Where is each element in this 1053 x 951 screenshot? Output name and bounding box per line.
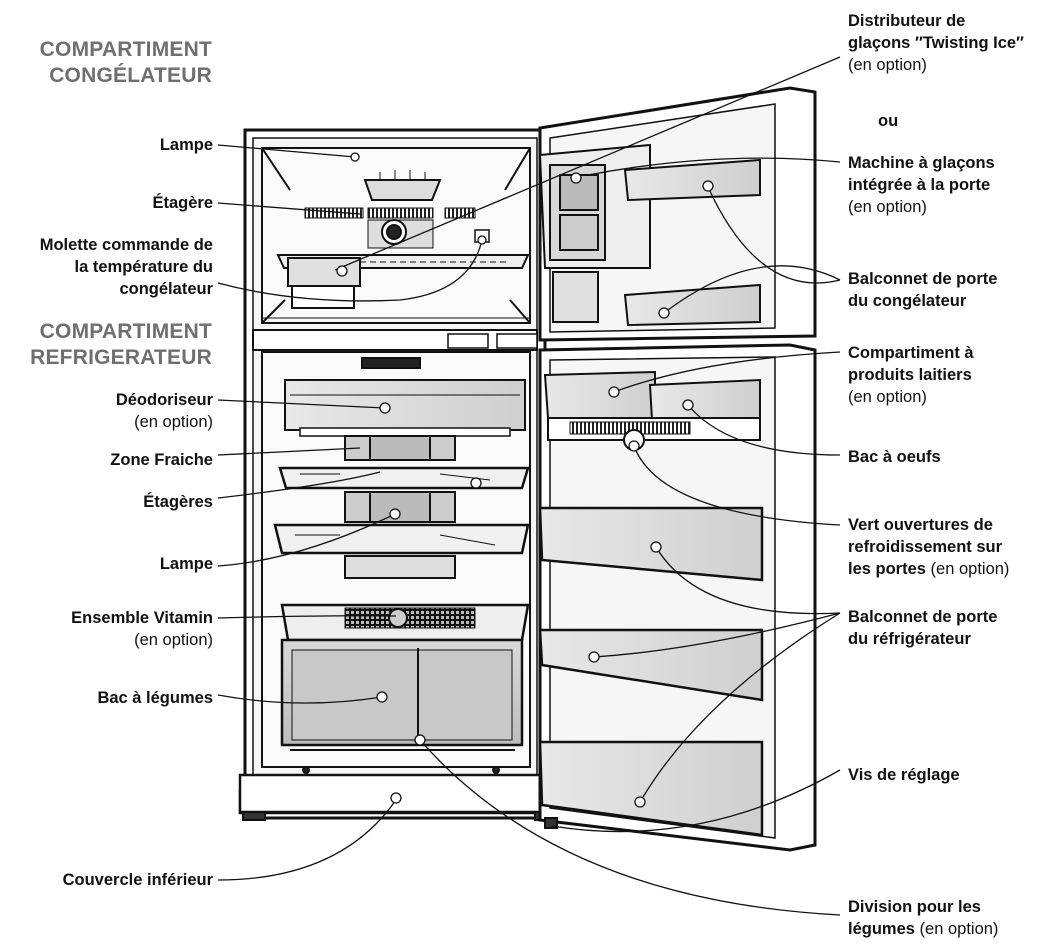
leader-lines bbox=[217, 56, 841, 916]
label-deodoriseur: Déodoriseur(en option) bbox=[115, 391, 213, 431]
section-fridge-title: COMPARTIMENT REFRIGERATEUR bbox=[0, 319, 212, 371]
label-bac-legumes: Bac à légumes bbox=[97, 689, 213, 707]
label-vis-reglage: Vis de réglage bbox=[848, 766, 960, 784]
freezer-door bbox=[538, 86, 817, 342]
label-lampe-top: Lampe bbox=[159, 136, 213, 154]
cabinet bbox=[238, 128, 558, 821]
label-etagere: Étagère bbox=[152, 194, 213, 212]
section-freezer-title: COMPARTIMENT CONGÉLATEUR bbox=[30, 37, 212, 89]
section-fridge-line1: COMPARTIMENT bbox=[39, 320, 212, 343]
label-couvercle: Couvercle inférieur bbox=[62, 871, 213, 889]
section-freezer-line2: CONGÉLATEUR bbox=[49, 64, 212, 87]
label-zone-fraiche: Zone Fraiche bbox=[110, 451, 213, 469]
label-vitamin: Ensemble Vitamin(en option) bbox=[71, 609, 213, 649]
label-etageres: Étagères bbox=[143, 493, 213, 511]
label-lampe-bottom: Lampe bbox=[159, 555, 213, 573]
label-bac-oeufs: Bac à oeufs bbox=[848, 448, 941, 466]
section-freezer-line1: COMPARTIMENT bbox=[39, 38, 212, 61]
label-distributeur: Distributeur de glaçons ″Twisting Ice″ (… bbox=[848, 12, 1024, 74]
label-ou: ou bbox=[878, 112, 899, 130]
section-fridge-line2: REFRIGERATEUR bbox=[30, 346, 212, 369]
fridge-door bbox=[538, 343, 817, 852]
